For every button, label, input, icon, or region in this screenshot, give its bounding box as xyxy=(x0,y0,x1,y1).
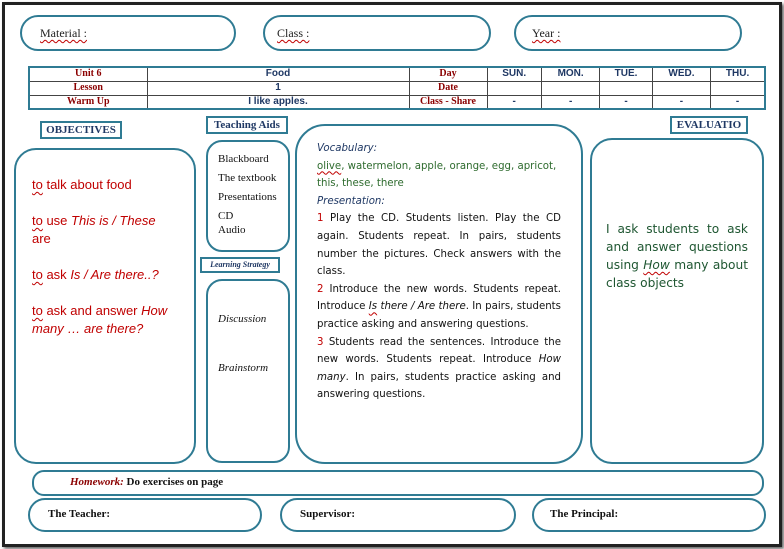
objective-item: to use This is / These are xyxy=(32,213,156,246)
objective-item: to ask and answer How many … are there? xyxy=(32,303,168,336)
objective-item: to talk about food xyxy=(32,177,132,192)
day-mon: MON. xyxy=(540,66,601,82)
principal-label: The Principal: xyxy=(550,508,619,520)
day-thu: THU. xyxy=(710,66,766,82)
warmup-label: Warm Up xyxy=(28,94,148,110)
table-row: Warm Up I like apples. Class - Share - -… xyxy=(28,94,766,110)
evaluation-text: I ask students to ask and answer questio… xyxy=(606,222,748,290)
date-label: Date xyxy=(408,80,488,96)
teaching-aids-label: Teaching Aids xyxy=(206,116,288,134)
year-field[interactable]: Year : xyxy=(514,15,742,51)
teacher-field[interactable]: The Teacher: xyxy=(28,498,262,532)
vocabulary-list: olive, watermelon, apple, orange, egg, a… xyxy=(317,160,557,190)
procedure-step: 3 Students read the sentences. Introduce… xyxy=(317,336,561,401)
learning-strategy-label: Learning Strategy xyxy=(200,257,280,273)
share-cell: - xyxy=(540,94,601,110)
procedure-step: 1 Play the CD. Students listen. Play the… xyxy=(317,213,561,278)
procedure-step: 2 Introduce the new words. Students repe… xyxy=(317,283,561,330)
share-cell: - xyxy=(651,94,712,110)
table-row: Lesson 1 Date xyxy=(28,80,766,96)
supervisor-field[interactable]: Supervisor: xyxy=(280,498,516,532)
procedure-box: Vocabulary: olive, watermelon, apple, or… xyxy=(295,124,583,464)
supervisor-label: Supervisor: xyxy=(300,508,355,520)
warmup-value: I like apples. xyxy=(146,94,410,110)
year-label: Year : xyxy=(532,26,561,40)
lesson-value: 1 xyxy=(146,80,410,96)
evaluation-label: EVALUATIO xyxy=(670,116,748,134)
day-tue: TUE. xyxy=(599,66,653,82)
date-cell[interactable] xyxy=(651,80,712,96)
aid-item: Audio xyxy=(218,224,246,236)
homework-bar[interactable]: Homework: Do exercises on page xyxy=(32,470,764,496)
share-cell: - xyxy=(710,94,766,110)
homework-text: Do exercises on page xyxy=(123,476,224,488)
material-label: Material : xyxy=(40,26,87,40)
lesson-label: Lesson xyxy=(28,80,148,96)
learning-strategy-box xyxy=(206,279,290,463)
share-cell: - xyxy=(599,94,653,110)
class-label: Class : xyxy=(277,26,310,40)
unit-label: Unit 6 xyxy=(28,66,148,82)
objectives-label: OBJECTIVES xyxy=(40,121,122,139)
table-row: Unit 6 Food Day SUN. MON. TUE. WED. THU. xyxy=(28,66,766,82)
procedure-content: Vocabulary: olive, watermelon, apple, or… xyxy=(317,140,561,404)
day-wed: WED. xyxy=(651,66,712,82)
teacher-label: The Teacher: xyxy=(48,508,111,520)
class-share-label: Class - Share xyxy=(408,94,488,110)
strategy-item: Discussion xyxy=(218,313,267,325)
date-cell[interactable] xyxy=(599,80,653,96)
day-label: Day xyxy=(408,66,488,82)
aid-item: CD xyxy=(218,210,234,222)
aid-item: The textbook xyxy=(218,172,277,184)
unit-value: Food xyxy=(146,66,410,82)
aid-item: Presentations xyxy=(218,191,277,203)
lesson-info-table: Unit 6 Food Day SUN. MON. TUE. WED. THU.… xyxy=(28,66,766,110)
class-field[interactable]: Class : xyxy=(263,15,491,51)
presentation-heading: Presentation: xyxy=(317,195,385,207)
homework-label: Homework: xyxy=(70,476,124,488)
share-cell: - xyxy=(486,94,542,110)
teaching-aids-box: Blackboard The textbook Presentations CD… xyxy=(206,140,290,252)
day-sun: SUN. xyxy=(486,66,542,82)
material-field[interactable]: Material : xyxy=(20,15,236,51)
strategy-item: Brainstorm xyxy=(218,362,269,374)
aid-item: Blackboard xyxy=(218,153,269,165)
objective-item: to ask Is / Are there..? xyxy=(32,267,159,282)
date-cell[interactable] xyxy=(486,80,542,96)
date-cell[interactable] xyxy=(710,80,766,96)
evaluation-box: I ask students to ask and answer questio… xyxy=(590,138,764,464)
vocabulary-heading: Vocabulary: xyxy=(317,143,378,154)
objectives-box: to talk about food to use This is / Thes… xyxy=(14,148,196,464)
principal-field[interactable]: The Principal: xyxy=(532,498,766,532)
date-cell[interactable] xyxy=(540,80,601,96)
